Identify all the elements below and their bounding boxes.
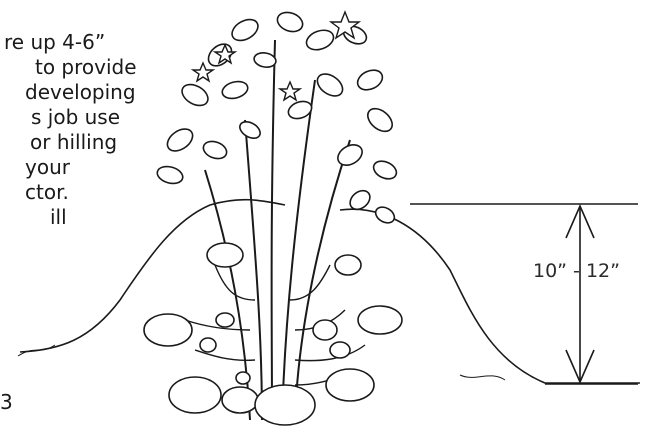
paragraph-line: s job use <box>31 105 120 130</box>
soil-mound-outline <box>20 200 640 383</box>
paragraph-line: ill <box>50 205 67 230</box>
paragraph-line: re up 4-6” <box>4 30 105 55</box>
plant-leaves <box>155 9 399 226</box>
paragraph-line: or hilling <box>30 130 117 155</box>
height-measure-label: 10” - 12” <box>533 260 620 282</box>
paragraph-line: developing <box>25 80 136 105</box>
paragraph-line: 3 <box>0 390 13 415</box>
paragraph-line: your <box>25 155 70 180</box>
potato-tubers <box>144 243 402 425</box>
plant-stolons <box>185 265 365 385</box>
paragraph-line: ctor. <box>25 180 69 205</box>
paragraph-line: to provide <box>35 55 137 80</box>
height-measure <box>410 204 638 384</box>
